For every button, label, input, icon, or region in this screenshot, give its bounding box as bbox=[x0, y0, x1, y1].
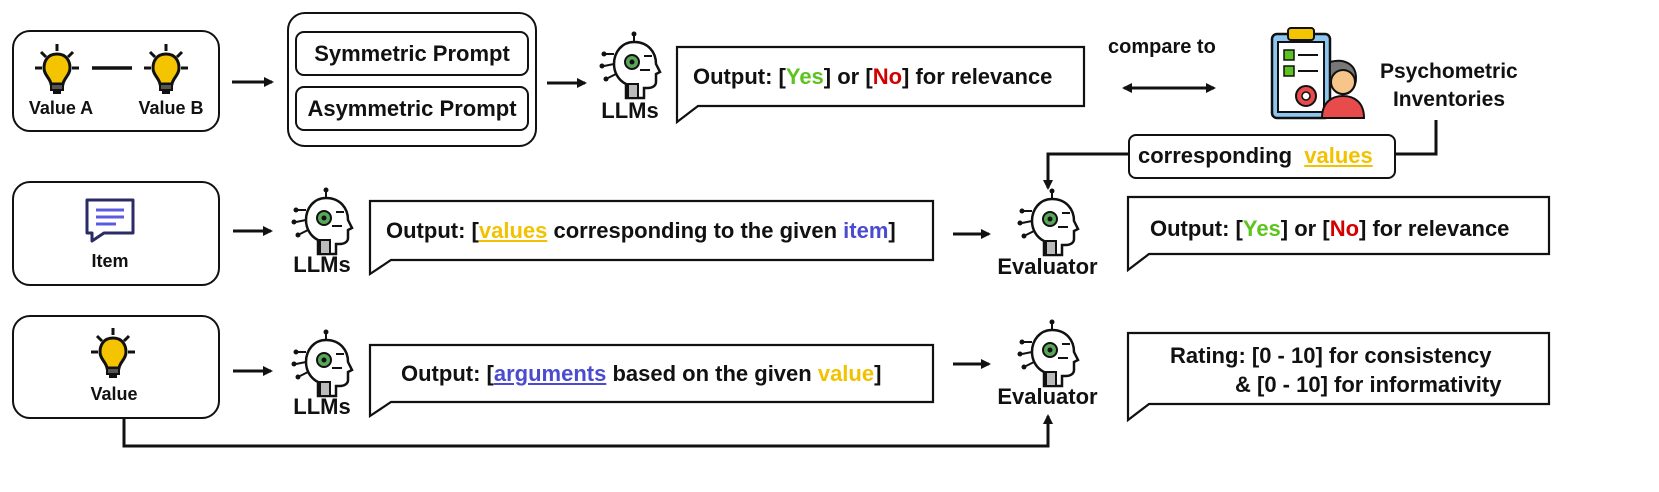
speech-bubble bbox=[675, 45, 1086, 125]
evaluator-robot-icon bbox=[1016, 187, 1080, 257]
arguments-word: arguments bbox=[493, 361, 607, 386]
corresponding-values-box bbox=[1128, 134, 1396, 179]
arrow bbox=[953, 229, 991, 239]
rating-line1: Rating: [0 - 10] for consistency bbox=[1170, 343, 1492, 368]
arguments-output-text: Output: [arguments based on the given va… bbox=[401, 361, 882, 386]
asymmetric-prompt-label: Asymmetric Prompt bbox=[307, 96, 517, 121]
yes-label: Yes bbox=[785, 64, 824, 89]
corresponding-values-text: corresponding values bbox=[1138, 143, 1373, 168]
arrow bbox=[233, 226, 273, 236]
yes-label: Yes bbox=[1242, 216, 1281, 241]
connector-line bbox=[92, 66, 132, 70]
robot-head-icon bbox=[598, 30, 662, 100]
connector-to-evaluator bbox=[1043, 120, 1438, 190]
relevance-output-text: Output: [Yes] or [No] for relevance bbox=[1150, 216, 1510, 241]
no-label: No bbox=[872, 64, 903, 89]
lightbulb-icon bbox=[89, 326, 137, 380]
rating-line2: & [0 - 10] for informativity bbox=[1235, 372, 1502, 397]
llms-label: LLMs bbox=[293, 394, 351, 419]
clipboard-person-icon bbox=[1270, 27, 1366, 120]
item-label: Item bbox=[91, 251, 129, 271]
evaluator-label: Evaluator bbox=[997, 384, 1098, 409]
llms-label: LLMs bbox=[601, 98, 659, 123]
evaluator-robot-icon bbox=[1016, 318, 1080, 388]
no-label: No bbox=[1329, 216, 1360, 241]
double-arrow bbox=[1122, 83, 1216, 93]
arrow bbox=[547, 78, 587, 88]
values-word: values bbox=[1304, 143, 1373, 168]
evaluator-label: Evaluator bbox=[997, 254, 1098, 279]
arrow bbox=[233, 366, 273, 376]
value-word: value bbox=[817, 361, 875, 386]
value-to-evaluator-connector bbox=[122, 414, 1053, 448]
psychometric-label-line2: Inventories bbox=[1392, 88, 1506, 111]
value-label: Value bbox=[90, 384, 138, 404]
relevance-output-text: Output: [Yes] or [No] for relevance bbox=[693, 64, 1053, 89]
compare-to-label: compare to bbox=[1108, 36, 1216, 58]
value-a-label: Value A bbox=[28, 98, 94, 118]
robot-head-icon bbox=[290, 186, 354, 256]
psychometric-label-line1: Psychometric bbox=[1380, 60, 1518, 83]
arrow bbox=[232, 77, 274, 87]
chat-message-icon bbox=[85, 198, 135, 243]
value-pair-box bbox=[12, 30, 220, 132]
item-output-text: Output: [values corresponding to the giv… bbox=[386, 218, 896, 243]
item-word: item bbox=[843, 218, 889, 243]
speech-bubble bbox=[368, 199, 935, 277]
symmetric-prompt-box bbox=[295, 31, 529, 76]
robot-head-icon bbox=[290, 328, 354, 398]
speech-bubble bbox=[368, 343, 935, 419]
value-b-label: Value B bbox=[138, 98, 204, 118]
speech-bubble bbox=[1126, 331, 1551, 423]
lightbulb-icon bbox=[142, 42, 190, 96]
speech-bubble bbox=[1126, 195, 1551, 273]
symmetric-prompt-label: Symmetric Prompt bbox=[314, 41, 510, 66]
llms-label: LLMs bbox=[293, 252, 351, 277]
values-word: values bbox=[478, 218, 548, 243]
lightbulb-icon bbox=[33, 42, 81, 96]
asymmetric-prompt-box bbox=[295, 86, 529, 131]
arrow bbox=[953, 359, 991, 369]
